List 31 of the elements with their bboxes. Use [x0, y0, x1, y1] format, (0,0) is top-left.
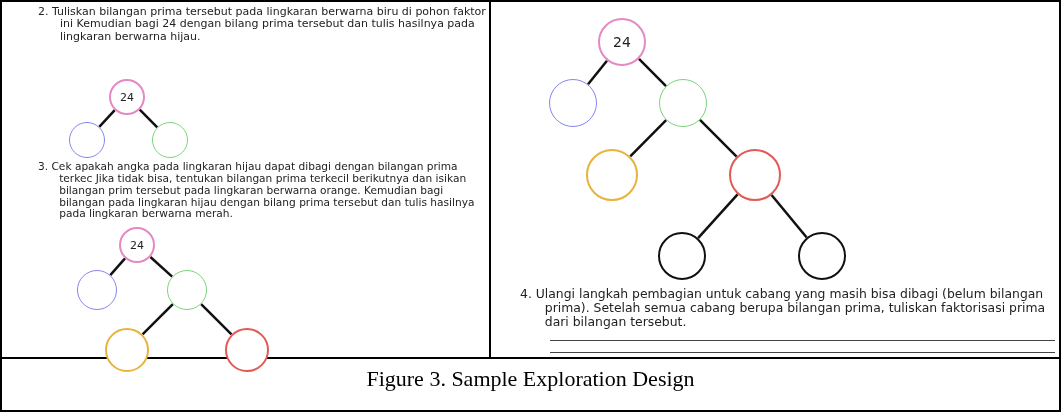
instruction-text: 4. Ulangi langkah pembagian untuk cabang yang masih bisa dibagi (belum bilangan prima). Setelah semua cabang berupa bilangan prima, tuliskan faktorisasi prima dari bilangan tersebut. — [520, 287, 1047, 329]
branch-line — [109, 257, 126, 276]
factor-circle — [658, 232, 706, 280]
branch-line — [200, 303, 233, 336]
factor-circle — [225, 328, 269, 372]
branch-line — [697, 193, 739, 239]
factor-circle — [586, 149, 638, 201]
factor-circle — [105, 328, 149, 372]
factor-circle: 24 — [119, 227, 155, 263]
branch-line — [98, 109, 116, 128]
factor-circle — [729, 149, 781, 201]
figure-caption: Figure 3. Sample Exploration Design — [365, 366, 696, 392]
branch-line — [638, 58, 667, 87]
branch-line — [629, 119, 668, 158]
factor-circle — [798, 232, 846, 280]
branch-line — [770, 194, 808, 239]
branch-line — [138, 108, 159, 129]
instruction-text: 2. Tuliskan bilangan prima tersebut pada lingkaran berwarna biru di pohon faktor ini Kemudian bagi 24 dengan bilang prima tersebut dan tulis hasilnya pada lingkaran berwarna hijau. — [38, 6, 487, 43]
branch-line — [587, 59, 608, 86]
factor-circle — [167, 270, 207, 310]
factor-circle — [69, 122, 105, 158]
branch-line — [141, 303, 174, 336]
factor-circle — [549, 79, 597, 127]
factor-circle — [152, 122, 188, 158]
factor-circle: 24 — [109, 79, 145, 115]
factor-circle: 24 — [598, 18, 646, 66]
branch-line — [699, 119, 738, 158]
factor-circle — [659, 79, 707, 127]
branch-line — [149, 256, 173, 278]
factor-circle — [77, 270, 117, 310]
instruction-text: 3. Cek apakah angka pada lingkaran hijau dapat dibagi dengan bilangan prima terkec Jika tidak bisa, tentukan bilangan prima terkecil berikutnya dan isikan bilangan prim tersebut pada lingkaran berwarna orange. Kemudian bagi bilangan pada lingkaran hijau dengan bilang prima tersebut dan tulis hasilnya pada lingkaran berwarna merah. — [38, 161, 476, 221]
